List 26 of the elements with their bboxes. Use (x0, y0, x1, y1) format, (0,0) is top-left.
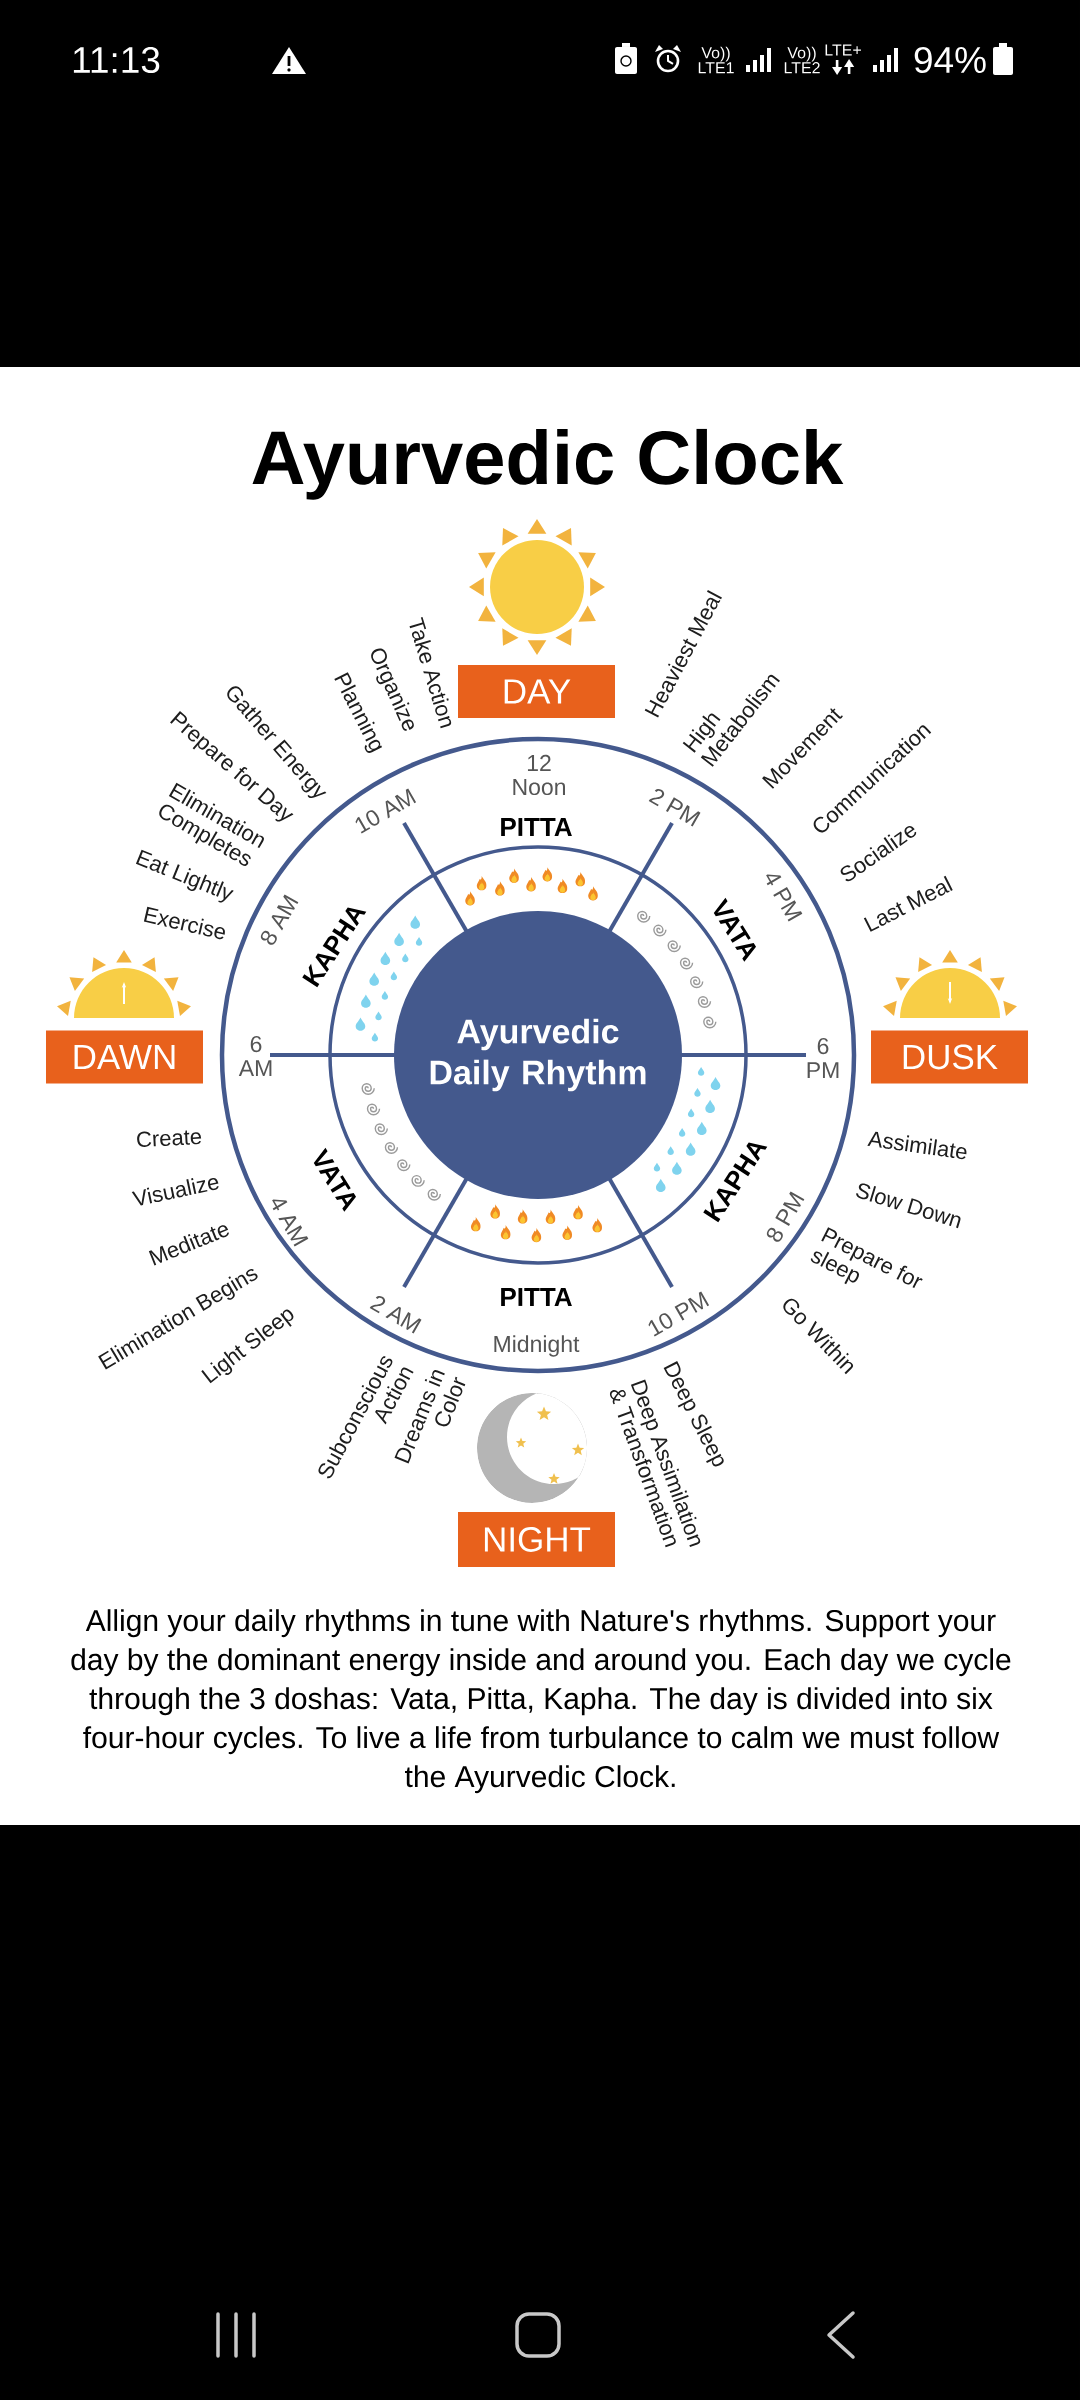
time-label: 2 AM (369, 1295, 422, 1334)
dosha-label: PITTA (501, 1288, 572, 1306)
time-label: 10 PM (648, 1291, 710, 1337)
activity-label: Visualize (131, 1178, 219, 1206)
time-label: 12 Noon (513, 754, 565, 796)
title: Ayurvedic Clock (252, 428, 844, 500)
network-label: LTE+ (825, 44, 861, 56)
activity-label: Exercise (143, 906, 225, 940)
activity-label: Assimilate (867, 1131, 967, 1160)
time-label: Midnight (494, 1335, 580, 1357)
dosha-label: PITTA (501, 818, 572, 836)
network-label: Vo)) LTE2 (784, 46, 820, 74)
time-label: 2 PM (648, 788, 701, 827)
activity-label: Create (137, 1130, 202, 1148)
time-label: 8 AM (260, 894, 299, 945)
time-label: 8 PM (766, 1191, 805, 1242)
time-label: 4 AM (272, 1199, 309, 1247)
time-label: 4 PM (766, 874, 803, 922)
time-label: 6 AM (238, 1035, 272, 1076)
activity-label: Slow Down (856, 1183, 961, 1229)
status-time: 11:13 (73, 46, 160, 74)
battery-percent: 94% (914, 46, 986, 74)
time-label: 6 PM (807, 1037, 839, 1078)
time-label: 10 AM (355, 788, 417, 834)
caption: Allign your daily rhythms in tune with Nature's rhythms. Support your day by the dominant energy inside and around you. Each day we cycle through the 3 doshas: Vata, Pitta, Kapha. The day is divided into six four-hour cycles. To live a life from turbulance to calm we must follow the Ayurvedic Clock. (71, 1609, 1011, 1794)
network-label: Vo)) LTE1 (698, 46, 734, 74)
